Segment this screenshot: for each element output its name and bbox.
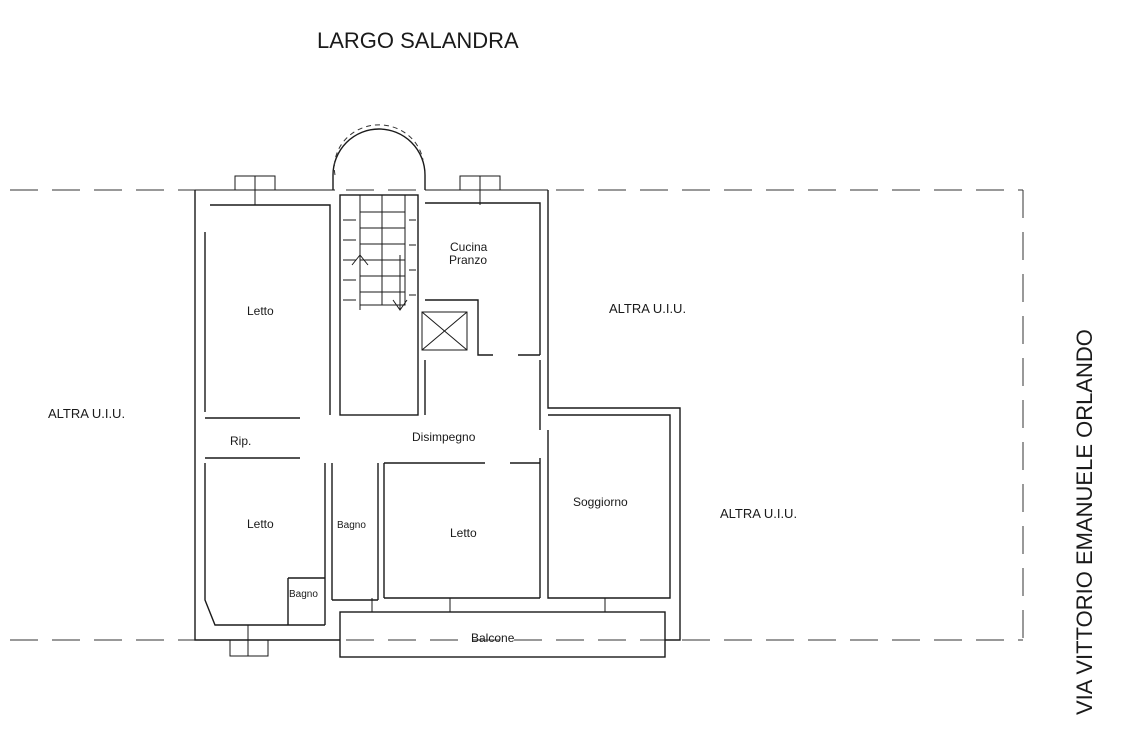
street-label-top: LARGO SALANDRA (317, 28, 519, 53)
room-label-bagno-center: Bagno (337, 520, 366, 531)
room-label-soggiorno: Soggiorno (573, 495, 628, 509)
outer-walls (194, 189, 681, 641)
room-label-letto-center: Letto (450, 526, 477, 540)
neighbor-label-bottom-right: ALTRA U.I.U. (720, 506, 797, 521)
room-label-disimpegno: Disimpegno (412, 430, 476, 444)
balcony (339, 611, 666, 658)
room-label-letto-bottom-left: Letto (247, 517, 274, 531)
property-boundary (10, 189, 1024, 641)
neighbor-label-top-right: ALTRA U.I.U. (609, 301, 686, 316)
room-label-cucina: Cucina (450, 240, 488, 254)
neighbor-label-left: ALTRA U.I.U. (48, 406, 125, 421)
stair-tower (332, 124, 426, 416)
windows (229, 175, 606, 657)
interior-walls (204, 202, 671, 626)
room-label-letto-top-left: Letto (247, 304, 274, 318)
stair-treads (343, 211, 416, 301)
street-label-right: VIA VITTORIO EMANUELE ORLANDO (1072, 329, 1097, 715)
elevator-shaft (421, 299, 493, 356)
room-label-rip: Rip. (230, 434, 251, 448)
room-label-balcone: Balcone (471, 631, 515, 645)
room-label-bagno-small: Bagno (289, 589, 318, 600)
room-label-pranzo: Pranzo (449, 253, 487, 267)
